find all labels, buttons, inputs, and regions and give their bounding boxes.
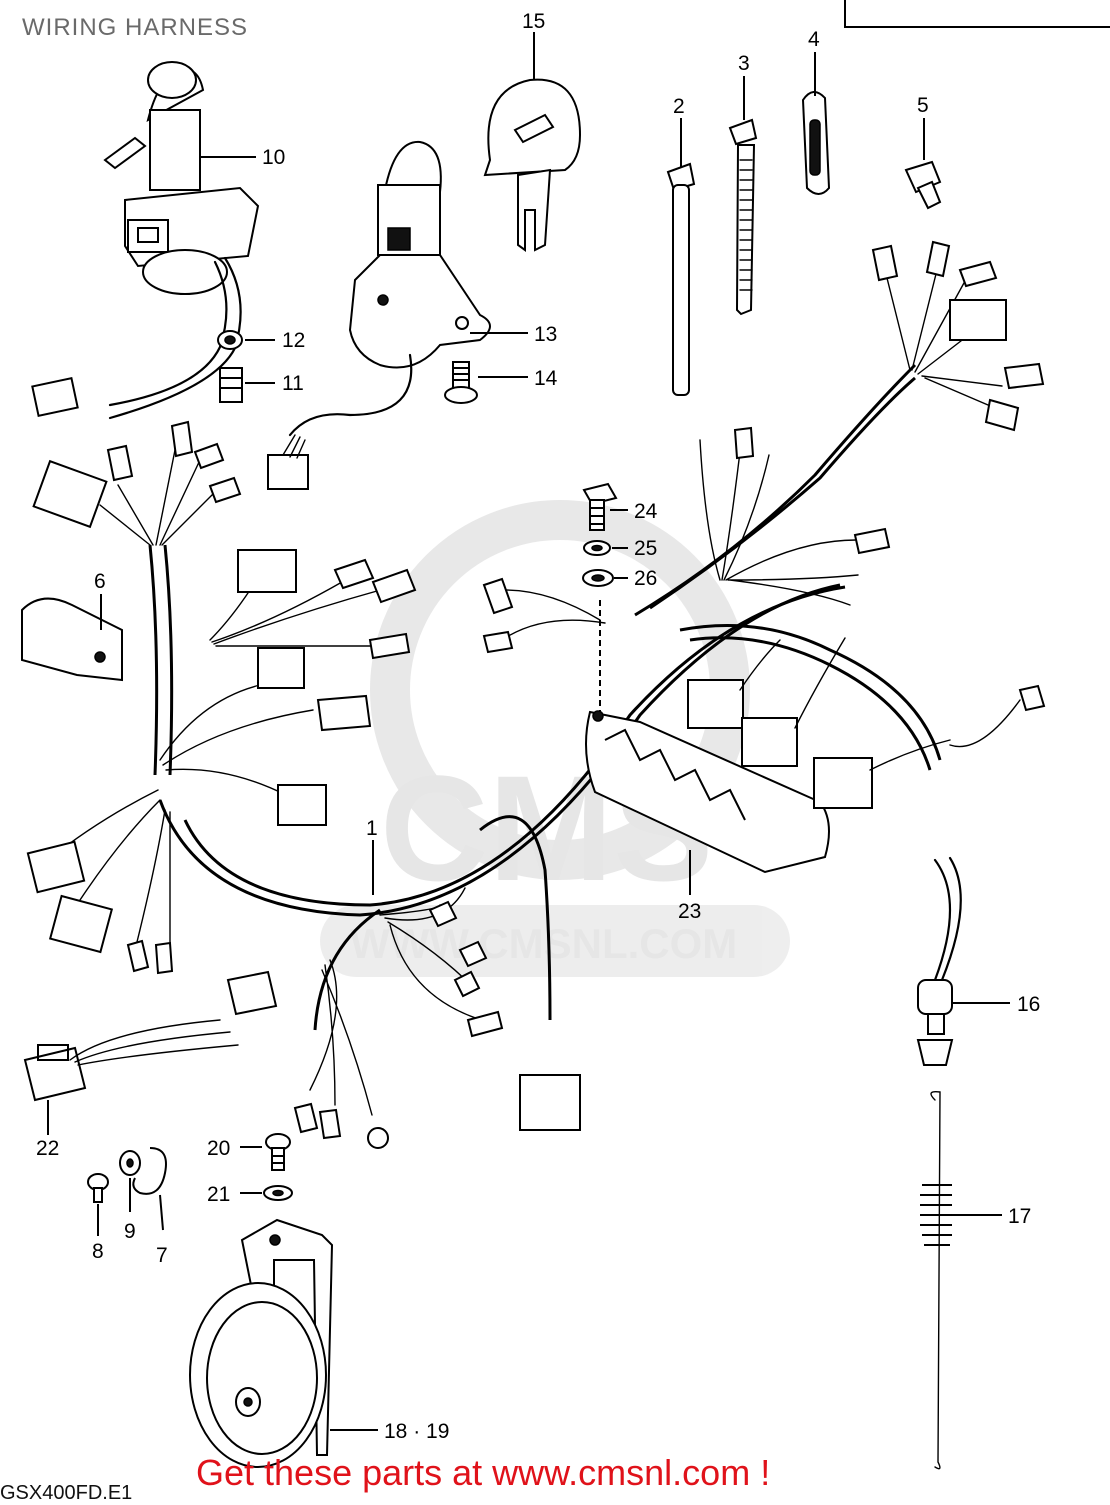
callout-5-label: 5 <box>917 94 929 117</box>
callout-1: 1 <box>366 817 378 895</box>
callout-4: 4 <box>808 28 820 96</box>
washer-part-9[interactable] <box>119 1150 141 1176</box>
callout-21: 21 <box>207 1183 262 1206</box>
watermark-url: WWW.CMSNL.COM <box>350 920 737 967</box>
clip-part-7[interactable] <box>132 1147 167 1195</box>
callout-18-19-label: 18 · 19 <box>384 1420 449 1443</box>
horn-part[interactable] <box>189 1218 334 1468</box>
callout-24: 24 <box>610 500 658 523</box>
ignition-switch-part[interactable] <box>31 61 260 420</box>
callout-26: 26 <box>614 567 657 590</box>
callout-7: 7 <box>156 1194 168 1267</box>
callout-2-label: 2 <box>673 95 685 118</box>
callout-2: 2 <box>673 95 685 168</box>
callout-15: 15 <box>522 10 545 80</box>
callout-10: 10 <box>200 146 285 169</box>
callout-18-19: 18 · 19 <box>330 1420 449 1443</box>
callout-25: 25 <box>612 537 657 560</box>
washer-part-12[interactable] <box>217 330 243 350</box>
main-wiring-harness[interactable] <box>26 240 1045 1149</box>
washer-part-25[interactable] <box>583 540 611 556</box>
callout-1-label: 1 <box>366 817 378 840</box>
callout-4-label: 4 <box>808 28 820 51</box>
relay-bracket-part[interactable] <box>585 637 1046 874</box>
callout-21-label: 21 <box>207 1183 230 1206</box>
screw-part-14[interactable] <box>444 361 478 404</box>
speedometer-cable-part[interactable] <box>916 856 962 1066</box>
callout-12: 12 <box>245 329 305 352</box>
footer-link[interactable]: Get these parts at www.cmsnl.com ! <box>196 1452 771 1493</box>
nut-part-11[interactable] <box>219 367 243 403</box>
callout-3-label: 3 <box>738 52 750 75</box>
callout-9: 9 <box>124 1178 136 1243</box>
model-code: GSX400FD.E1 <box>0 1482 133 1504</box>
callout-6: 6 <box>94 570 106 630</box>
callout-11: 11 <box>245 372 304 395</box>
screw-part-8[interactable] <box>87 1173 109 1203</box>
bracket-part-6[interactable] <box>21 597 123 682</box>
inner-cable-part[interactable] <box>920 1090 952 1470</box>
callout-8-label: 8 <box>92 1240 104 1263</box>
callout-20-label: 20 <box>207 1137 230 1160</box>
callout-16: 16 <box>952 993 1040 1016</box>
callout-23: 23 <box>678 850 701 923</box>
washer-part-26[interactable] <box>582 569 614 587</box>
callout-24-label: 24 <box>634 500 658 523</box>
callout-9-label: 9 <box>124 1220 136 1243</box>
callout-23-label: 23 <box>678 900 701 923</box>
callout-8: 8 <box>92 1204 104 1263</box>
cable-tie-part-3[interactable] <box>728 118 758 316</box>
key-part[interactable] <box>483 78 582 252</box>
callout-26-label: 26 <box>634 567 657 590</box>
callout-17-label: 17 <box>1008 1205 1031 1228</box>
callout-3: 3 <box>738 52 750 120</box>
callout-25-label: 25 <box>634 537 657 560</box>
callout-10-label: 10 <box>262 146 285 169</box>
callout-6-label: 6 <box>94 570 106 593</box>
callout-7-label: 7 <box>156 1244 168 1267</box>
callout-5: 5 <box>917 94 929 160</box>
diagram-title: WIRING HARNESS <box>22 14 249 41</box>
callout-14: 14 <box>478 367 558 390</box>
clamp-part-4[interactable] <box>801 91 831 195</box>
clip-part-5[interactable] <box>904 160 942 210</box>
callout-17: 17 <box>946 1205 1031 1228</box>
steering-lock-part[interactable] <box>267 140 491 490</box>
bolt-part-24[interactable] <box>582 482 618 531</box>
cable-tie-part-2[interactable] <box>666 162 696 396</box>
corner-frame <box>844 0 1110 28</box>
callout-13-label: 13 <box>534 323 557 346</box>
callout-13: 13 <box>470 323 557 346</box>
callout-16-label: 16 <box>1017 993 1040 1016</box>
callout-15-label: 15 <box>522 10 545 33</box>
bolt-part-20[interactable] <box>265 1133 291 1171</box>
callout-22-label: 22 <box>36 1137 59 1160</box>
callout-14-label: 14 <box>534 367 558 390</box>
callout-12-label: 12 <box>282 329 305 352</box>
callout-11-label: 11 <box>282 372 304 395</box>
callout-20: 20 <box>207 1137 262 1160</box>
washer-part-21[interactable] <box>263 1185 293 1201</box>
callout-22: 22 <box>36 1100 59 1160</box>
connector-part-22[interactable] <box>23 970 278 1102</box>
